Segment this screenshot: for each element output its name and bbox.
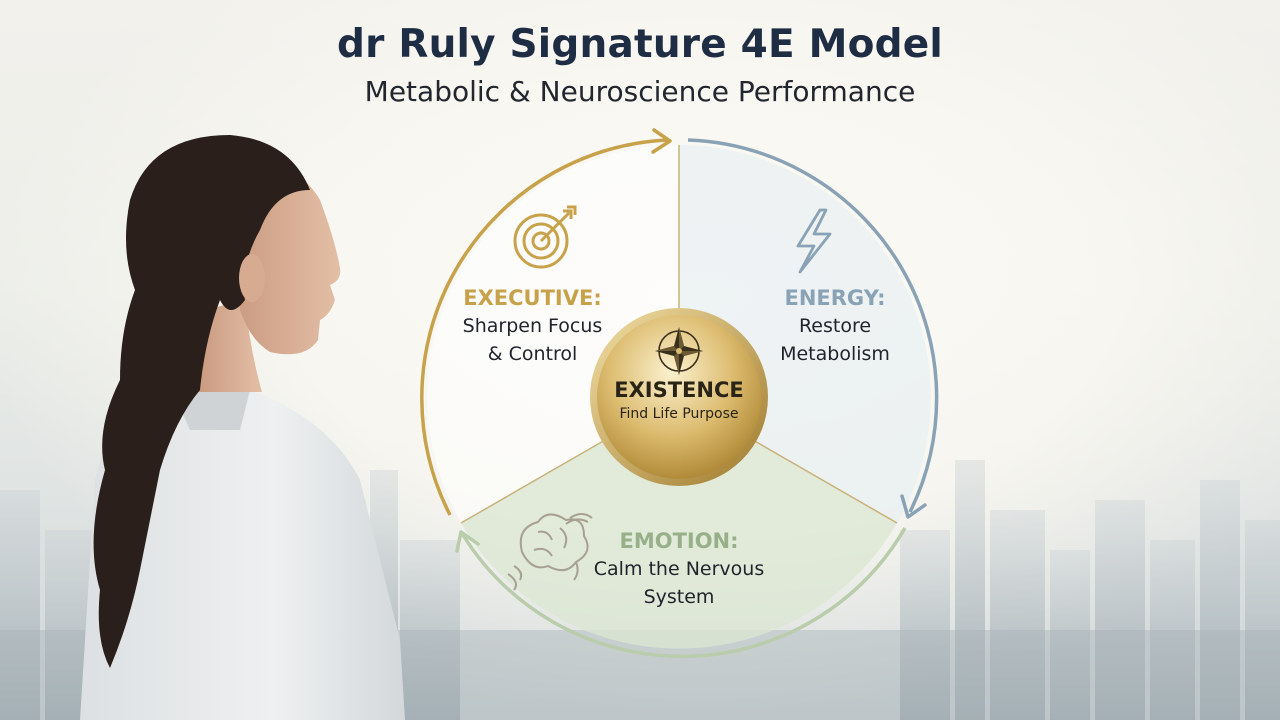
energy-heading: ENERGY:	[740, 284, 930, 312]
center-label: EXISTENCE Find Life Purpose	[589, 378, 769, 422]
emotion-line1: Calm the Nervous	[578, 555, 780, 583]
center-title: EXISTENCE	[589, 378, 769, 402]
energy-label: ENERGY: Restore Metabolism	[740, 284, 930, 368]
emotion-heading: EMOTION:	[578, 527, 780, 555]
executive-heading: EXECUTIVE:	[430, 284, 635, 312]
energy-line2: Metabolism	[740, 340, 930, 368]
executive-label: EXECUTIVE: Sharpen Focus & Control	[430, 284, 635, 368]
emotion-line2: System	[578, 583, 780, 611]
executive-line2: & Control	[430, 340, 635, 368]
executive-line1: Sharpen Focus	[430, 312, 635, 340]
center-subtitle: Find Life Purpose	[589, 406, 769, 422]
energy-line1: Restore	[740, 312, 930, 340]
emotion-label: EMOTION: Calm the Nervous System	[578, 527, 780, 611]
